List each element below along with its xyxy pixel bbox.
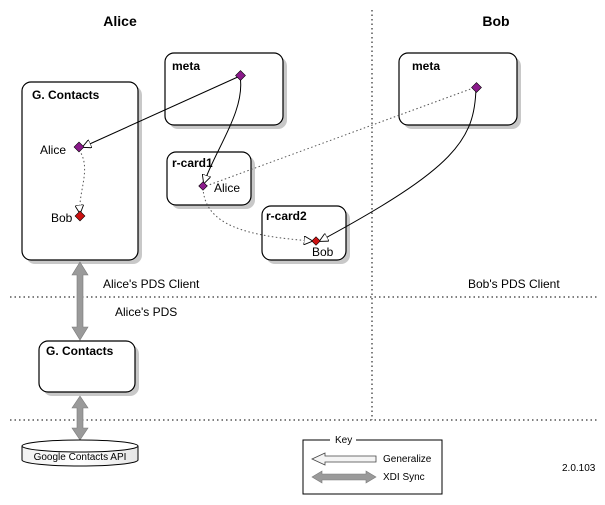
key-generalize-label: Generalize [383,454,432,465]
connector-meta-to-contact-alice [83,75,241,147]
connector-bob-meta-to-rcard2 [320,86,477,241]
bob-client-label: Bob's PDS Client [468,277,560,291]
sync-arrow-client-pds [71,261,89,341]
rcard2-box: r-card2 Bob [261,205,350,264]
rcard1-title: r-card1 [172,156,213,170]
alice-client-label: Alice's PDS Client [103,277,200,291]
contact-bob-label: Bob [51,211,73,225]
alice-contacts-box: G. Contacts Alice Bob [21,81,142,264]
bob-meta-title: meta [412,59,440,73]
sync-arrow-pds-api [71,395,89,441]
version-label: 2.0.103 [562,463,596,474]
rcard1-alice-label: Alice [214,181,240,195]
node-rcard1 [198,181,208,191]
alice-meta-box: meta [164,52,287,129]
node-contact-alice [73,141,85,153]
pds-contacts-title: G. Contacts [46,344,114,358]
pds-contacts-box: G. Contacts [38,340,139,396]
connector-meta-to-rcard1 [204,75,242,183]
generalize-arrow-icon [311,452,377,466]
key-legend: Key Generalize XDI Sync [302,433,443,495]
bob-meta-box: meta [398,52,521,129]
google-contacts-api-label: Google Contacts API [34,452,127,463]
column-heading-bob: Bob [482,13,509,29]
node-rcard2 [311,236,321,246]
rcard2-title: r-card2 [266,209,307,223]
alice-pds-label: Alice's PDS [115,305,177,319]
rcard1-box: r-card1 Alice [166,151,255,209]
node-contact-bob [74,210,86,222]
key-xdi-sync-label: XDI Sync [383,472,425,483]
alice-meta-title: meta [172,59,200,73]
xdi-sync-arrow-icon [311,470,377,484]
rcard2-bob-label: Bob [312,245,334,259]
key-title: Key [335,435,352,446]
contact-alice-label: Alice [40,143,66,157]
alice-contacts-title: G. Contacts [32,88,100,102]
node-bob-meta [471,82,482,93]
column-heading-alice: Alice [103,13,137,29]
google-contacts-api-cylinder: Google Contacts API [21,439,139,467]
node-alice-meta [235,70,246,81]
